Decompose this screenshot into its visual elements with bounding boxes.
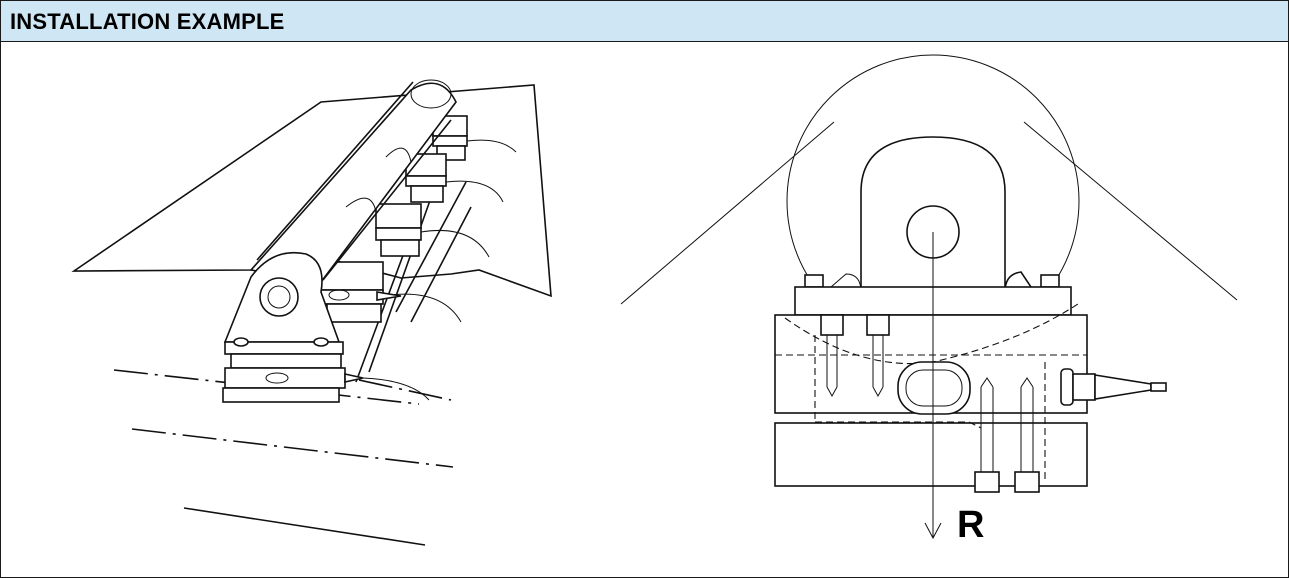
section-title: INSTALLATION EXAMPLE [10, 9, 285, 34]
belt-line-right [1023, 121, 1238, 301]
installation-drawing: R [71, 54, 1238, 546]
belt-line-left [620, 121, 835, 305]
lower-screws [974, 362, 1046, 493]
cable-connector [1060, 368, 1167, 406]
force-label: R [957, 504, 984, 546]
section-header: INSTALLATION EXAMPLE [1, 1, 1288, 42]
roller [249, 79, 457, 283]
sensing-hole-inner [905, 369, 963, 407]
perspective-view [71, 79, 552, 546]
force-arrow-icon [924, 232, 942, 540]
load-cell-back-2 [405, 153, 504, 203]
load-cell-back-3 [375, 203, 490, 258]
upper-screws [814, 314, 890, 422]
sensing-hole-outer [897, 361, 971, 415]
bolt-head-right [1040, 274, 1060, 288]
bolt-head-left [804, 274, 824, 288]
front-bracket [223, 251, 341, 343]
bottom-plate [774, 422, 1088, 487]
load-cell-front [222, 337, 430, 403]
cross-section-view: R [620, 54, 1238, 546]
